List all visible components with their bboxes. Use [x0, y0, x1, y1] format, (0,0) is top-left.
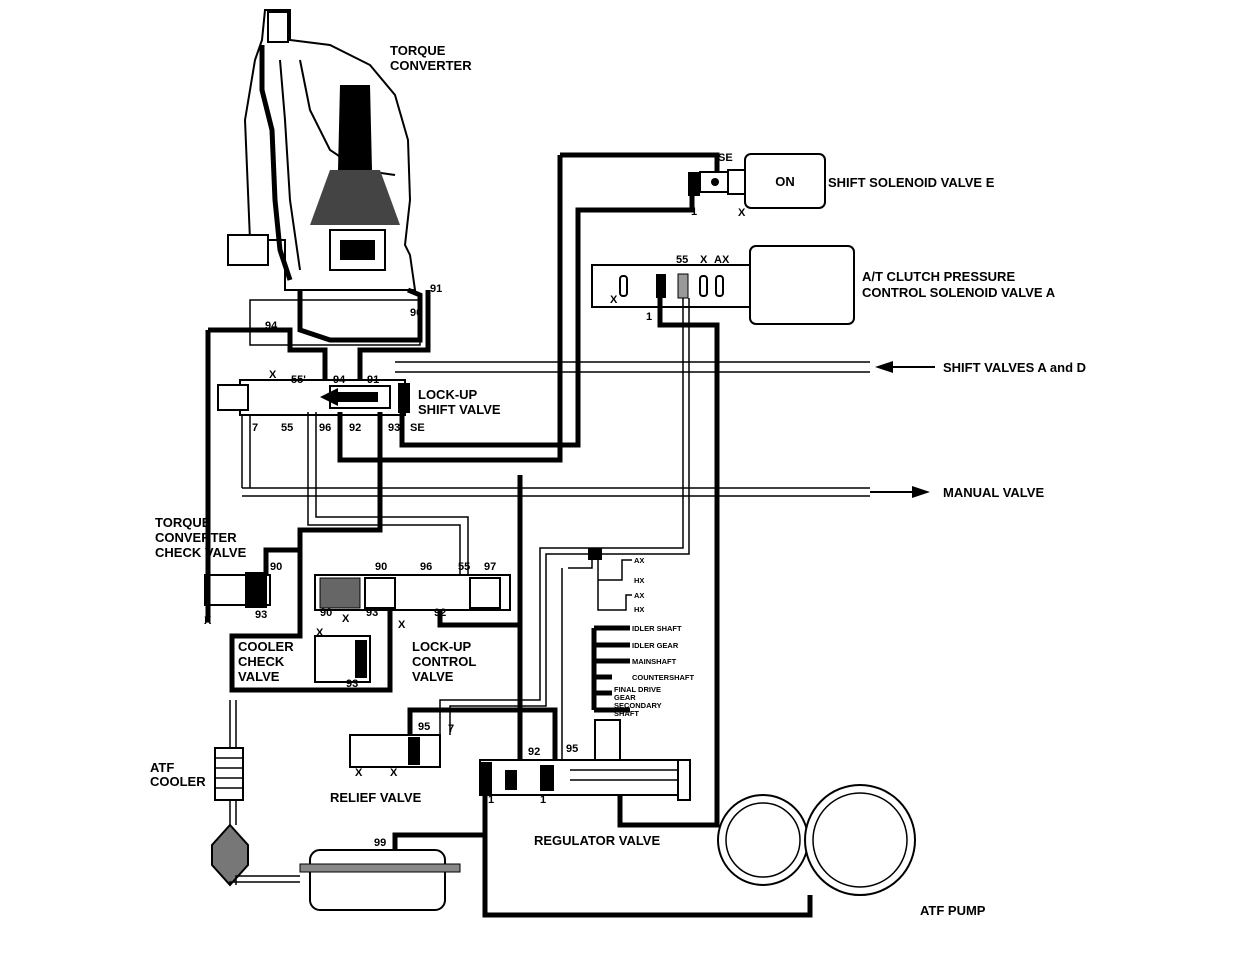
regulator-valve-label: REGULATOR VALVE: [534, 833, 660, 848]
lube-hx-1: HX: [634, 576, 644, 585]
port-x-solenoid-a: X: [700, 254, 708, 266]
lube-ax-2: AX: [634, 591, 644, 600]
port-90-tcc: 90: [270, 561, 282, 573]
shaft-gear: GEAR: [614, 693, 636, 702]
port-90-tc: 90: [410, 307, 422, 319]
atf-cooler-label-2: COOLER: [150, 774, 206, 789]
relief-valve-label: RELIEF VALVE: [330, 790, 422, 805]
lube-ax-1: AX: [634, 556, 644, 565]
regulator-valve: 92 95 1 1 REGULATOR VALVE: [479, 719, 691, 848]
shaft-countershaft: COUNTERSHAFT: [632, 673, 694, 682]
port-96-lsv: 96: [319, 422, 331, 434]
port-x-ccv: X: [316, 627, 324, 639]
port-93-tcc: 93: [255, 609, 267, 621]
port-se-lsv: SE: [410, 422, 425, 434]
lockup-shift-valve-label-1: LOCK-UP: [418, 387, 478, 402]
atf-strainer: 99: [211, 823, 461, 911]
port-92-lsv: 92: [349, 422, 361, 434]
port-x-relief-2: X: [390, 767, 398, 779]
arrow-manual-valve: MANUAL VALVE: [870, 485, 1044, 500]
port-94-tc: 94: [265, 320, 278, 332]
port-92-reg: 92: [528, 746, 540, 758]
manual-valve-label: MANUAL VALVE: [943, 485, 1044, 500]
solenoid-state-label: ON: [775, 174, 795, 189]
torque-converter-labels: TORQUE CONVERTER 91 90 94: [265, 43, 472, 332]
lcv-label-1: LOCK-UP: [412, 639, 472, 654]
lcv-label-2: CONTROL: [412, 654, 476, 669]
port-93-ccv: 93: [346, 678, 358, 690]
port-94-lsv: 94: [333, 374, 346, 386]
port-95-reg: 95: [566, 743, 578, 755]
shaft-secondary: SECONDARY: [614, 701, 662, 710]
torque-converter-check-valve: TORQUE CONVERTER CHECK VALVE 90 93 X: [155, 515, 282, 627]
port-ax-solenoid-a: AX: [714, 254, 730, 266]
shaft-final-drive: FINAL DRIVE: [614, 685, 661, 694]
port-1-reg-right: 1: [540, 794, 546, 806]
port-93-lcv: 93: [366, 607, 378, 619]
lockup-shift-valve: LOCK-UP SHIFT VALVE X 55' 94 91 7 55 96 …: [217, 369, 501, 434]
at-clutch-pressure-solenoid-a: A/T CLUTCH PRESSURE CONTROL SOLENOID VAL…: [591, 245, 1056, 325]
ccv-label-3: VALVE: [238, 669, 280, 684]
port-x-lcv-1: X: [342, 613, 350, 625]
port-90-lcv: 90: [375, 561, 387, 573]
lockup-control-valve: 90 96 55 97 90 X 93 X 92 LOCK-UP CONTROL…: [314, 561, 511, 684]
arrow-shift-valves: SHIFT VALVES A and D: [875, 360, 1086, 375]
port-91-lsv: 91: [367, 374, 379, 386]
torque-converter-label-2: CONVERTER: [390, 58, 472, 73]
port-7-lsv: 7: [252, 422, 258, 434]
ccv-label-2: CHECK: [238, 654, 285, 669]
torque-converter: [227, 9, 423, 346]
shaft-idler-shaft: IDLER SHAFT: [632, 624, 682, 633]
port-55-solenoid-a: 55: [676, 254, 688, 266]
port-55-lsv: 55: [281, 422, 293, 434]
port-96-lcv: 96: [420, 561, 432, 573]
shaft-shaft: SHAFT: [614, 709, 639, 718]
port-1-reg-left: 1: [488, 794, 494, 806]
port-7-relief: 7: [448, 723, 454, 735]
shaft-mainshaft: MAINSHAFT: [632, 657, 677, 666]
port-x-relief-1: X: [355, 767, 363, 779]
port-1-solenoid-a: 1: [646, 311, 652, 323]
port-93-lsv: 93: [388, 422, 400, 434]
tc-check-label-3: CHECK VALVE: [155, 545, 247, 560]
port-55-lcv: 55: [458, 561, 470, 573]
atf-pump-label: ATF PUMP: [920, 903, 986, 918]
lcv-label-3: VALVE: [412, 669, 454, 684]
lube-hx-2: HX: [634, 605, 644, 614]
port-90-lcv-bottom: 90: [320, 607, 332, 619]
port-55p-lsv: 55': [291, 374, 306, 386]
port-se-solenoid: SE: [718, 152, 733, 164]
relief-valve: 95 7 X X RELIEF VALVE: [330, 721, 454, 805]
port-x-solenoid-a-left: X: [610, 294, 618, 306]
shaft-idler-gear: IDLER GEAR: [632, 641, 679, 650]
port-x-solenoid-e: X: [738, 207, 746, 219]
port-95-relief: 95: [418, 721, 430, 733]
port-x-lcv-2: X: [398, 619, 406, 631]
tc-check-label-1: TORQUE: [155, 515, 211, 530]
torque-converter-label-1: TORQUE: [390, 43, 446, 58]
shift-solenoid-valve-e: ON SHIFT SOLENOID VALVE E SE 1 X: [688, 152, 995, 219]
port-99: 99: [374, 837, 386, 849]
tc-check-label-2: CONVERTER: [155, 530, 237, 545]
atf-pump: ATF PUMP: [717, 784, 986, 918]
lockup-shift-valve-label-2: SHIFT VALVE: [418, 402, 501, 417]
shift-valves-ad-label: SHIFT VALVES A and D: [943, 360, 1086, 375]
atf-cooler-label-1: ATF: [150, 760, 174, 775]
at-clutch-label-line1: A/T CLUTCH PRESSURE: [862, 269, 1015, 284]
cooler-check-valve: X 93 COOLER CHECK VALVE: [238, 627, 371, 690]
shift-solenoid-e-label: SHIFT SOLENOID VALVE E: [828, 175, 995, 190]
atf-cooler: ATF COOLER: [150, 747, 244, 801]
port-97-lcv: 97: [484, 561, 496, 573]
fluid-lines: [205, 152, 813, 918]
ccv-label-1: COOLER: [238, 639, 294, 654]
lube-branch-labels: AX HX AX HX IDLER SHAFT IDLER GEAR MAINS…: [614, 556, 694, 718]
port-91-tc: 91: [430, 283, 442, 295]
lube-lines: [229, 298, 870, 885]
port-x-lsv: X: [269, 369, 277, 381]
at-clutch-label-line2: CONTROL SOLENOID VALVE A: [862, 285, 1056, 300]
